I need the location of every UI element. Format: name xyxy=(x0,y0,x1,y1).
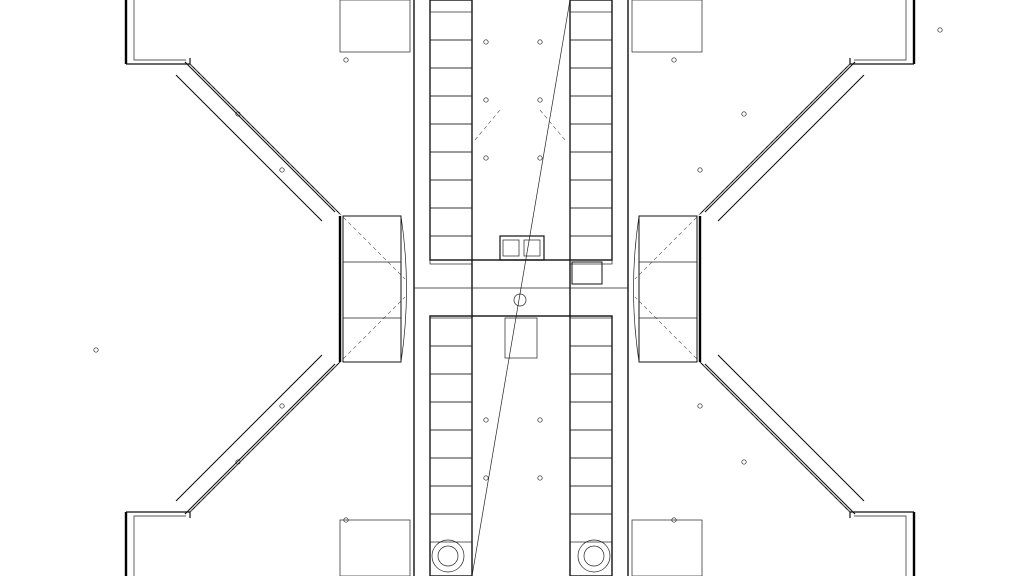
marker-dot xyxy=(279,403,285,409)
room-cell xyxy=(429,513,473,543)
marker-dot xyxy=(483,39,489,45)
marker-dot xyxy=(235,459,241,465)
marker-dot xyxy=(537,155,543,161)
marker-dot xyxy=(671,57,677,63)
marker-dot xyxy=(537,475,543,481)
wing-top-right xyxy=(634,0,916,280)
room-cell xyxy=(569,235,613,265)
marker-dot xyxy=(537,97,543,103)
service-clusters xyxy=(339,0,703,576)
guide-lines xyxy=(471,0,571,576)
marker-dot xyxy=(671,517,677,523)
marker-dot xyxy=(235,111,241,117)
marker-dot xyxy=(697,167,703,173)
side-block-right xyxy=(633,215,702,363)
marker-dot xyxy=(343,57,349,63)
side-block-left xyxy=(338,215,407,363)
room-grid xyxy=(429,11,613,543)
marker-dot xyxy=(483,417,489,423)
marker-dot xyxy=(279,167,285,173)
marker-dot xyxy=(741,111,747,117)
room-cell xyxy=(429,235,473,265)
marker-dot xyxy=(483,155,489,161)
room-cell xyxy=(569,513,613,543)
wing-bottom-right xyxy=(634,296,916,576)
wing-bottom-left xyxy=(124,296,406,576)
marker-dot xyxy=(483,475,489,481)
marker-dot xyxy=(483,97,489,103)
wing-top-left xyxy=(124,0,406,280)
marker-dot xyxy=(741,459,747,465)
marker-dot xyxy=(937,27,943,33)
markers xyxy=(93,27,943,523)
marker-dot xyxy=(93,347,99,353)
marker-dot xyxy=(537,417,543,423)
marker-dot xyxy=(697,403,703,409)
marker-dot xyxy=(343,517,349,523)
marker-dot xyxy=(537,39,543,45)
stair-cores xyxy=(431,539,611,573)
